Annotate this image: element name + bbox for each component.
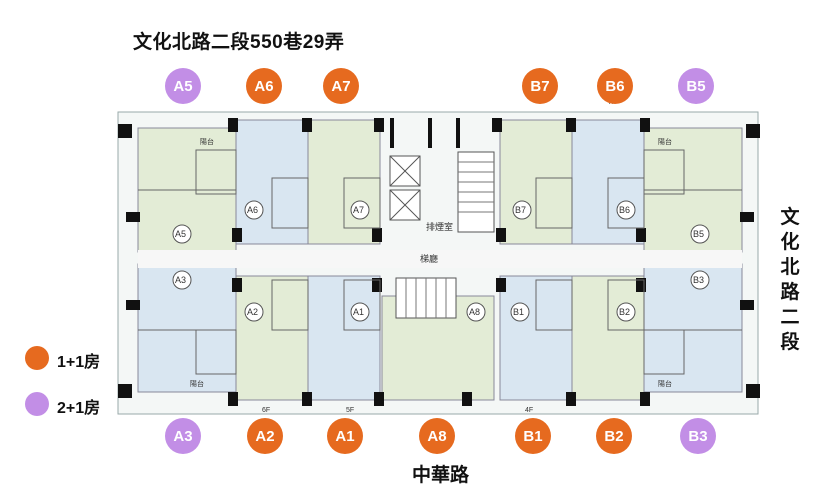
- tag-a1: A1: [350, 302, 370, 322]
- unit-fills: [137, 119, 743, 401]
- exhaust-room-label: 排煙室: [426, 221, 453, 232]
- tag-a6: A6: [244, 200, 264, 220]
- svg-text:A1: A1: [353, 307, 364, 317]
- badge-top-b7: B7: [522, 68, 558, 104]
- svg-text:B3: B3: [693, 275, 704, 285]
- legend-dot-purple: [25, 392, 49, 416]
- floor-label-4f: 4F: [525, 407, 533, 414]
- street-label-right: 文化北路二段: [780, 207, 800, 353]
- badge-top-b5: B5: [678, 68, 714, 104]
- tag-b1: B1: [510, 302, 530, 322]
- core: [389, 151, 495, 319]
- badge-top-a6: A6: [246, 68, 282, 104]
- svg-text:B2: B2: [619, 307, 630, 317]
- tag-a7: A7: [350, 200, 370, 220]
- badge-bottom-b3: B3: [680, 418, 716, 454]
- badge-top-a7: A7: [323, 68, 359, 104]
- plan-text: 排煙室 梯廳 陽台 陽台 陽台 陽台 6F 5F 4F 7F: [190, 99, 672, 414]
- unit-tags: A6 A7 A5 A3 A2 A1 A8 B7 B6 B5 B3 B1 B2: [172, 200, 710, 322]
- tag-b7: B7: [512, 200, 532, 220]
- floor-label-6f: 6F: [262, 407, 270, 414]
- svg-text:A5: A5: [175, 229, 186, 239]
- street-label-bottom: 中華路: [412, 465, 470, 486]
- svg-text:B7: B7: [515, 205, 526, 215]
- tag-a3: A3: [172, 270, 192, 290]
- svg-text:A6: A6: [247, 205, 258, 215]
- balcony-label-b3: 陽台: [658, 379, 672, 388]
- stair-lower-treads: [405, 278, 447, 318]
- badge-bottom-a2: A2: [247, 418, 283, 454]
- hall-label: 梯廳: [420, 253, 438, 264]
- badge-top-b6: B6: [597, 68, 633, 104]
- tag-a8: A8: [466, 302, 486, 322]
- svg-text:A2: A2: [247, 307, 258, 317]
- legend-label: 1+1房: [57, 354, 101, 371]
- corridor: [138, 250, 742, 268]
- badge-bottom-b2: B2: [596, 418, 632, 454]
- tag-b2: B2: [616, 302, 636, 322]
- svg-text:A8: A8: [469, 307, 480, 317]
- legend-dot-orange: [25, 346, 49, 370]
- svg-text:A3: A3: [175, 275, 186, 285]
- balcony-label-b5: 陽台: [658, 137, 672, 146]
- tag-b5: B5: [690, 224, 710, 244]
- svg-text:B5: B5: [693, 229, 704, 239]
- legend-label: 2+1房: [57, 400, 101, 417]
- badge-top-a5: A5: [165, 68, 201, 104]
- badge-bottom-b1: B1: [515, 418, 551, 454]
- badge-bottom-a8: A8: [419, 418, 455, 454]
- stair-upper-treads: [458, 161, 494, 213]
- badge-bottom-a1: A1: [327, 418, 363, 454]
- balcony-label-a5: 陽台: [200, 137, 214, 146]
- svg-text:B6: B6: [619, 205, 630, 215]
- tag-a5: A5: [172, 224, 192, 244]
- tag-a2: A2: [244, 302, 264, 322]
- balcony-label-a3: 陽台: [190, 379, 204, 388]
- svg-text:B1: B1: [513, 307, 524, 317]
- columns: [118, 118, 760, 406]
- svg-text:A7: A7: [353, 205, 364, 215]
- tag-b6: B6: [616, 200, 636, 220]
- street-label-top: 文化北路二段550巷29弄: [133, 32, 345, 53]
- partitions: [138, 149, 742, 375]
- tag-b3: B3: [690, 270, 710, 290]
- floor-label-5f: 5F: [346, 407, 354, 414]
- badge-bottom-a3: A3: [165, 418, 201, 454]
